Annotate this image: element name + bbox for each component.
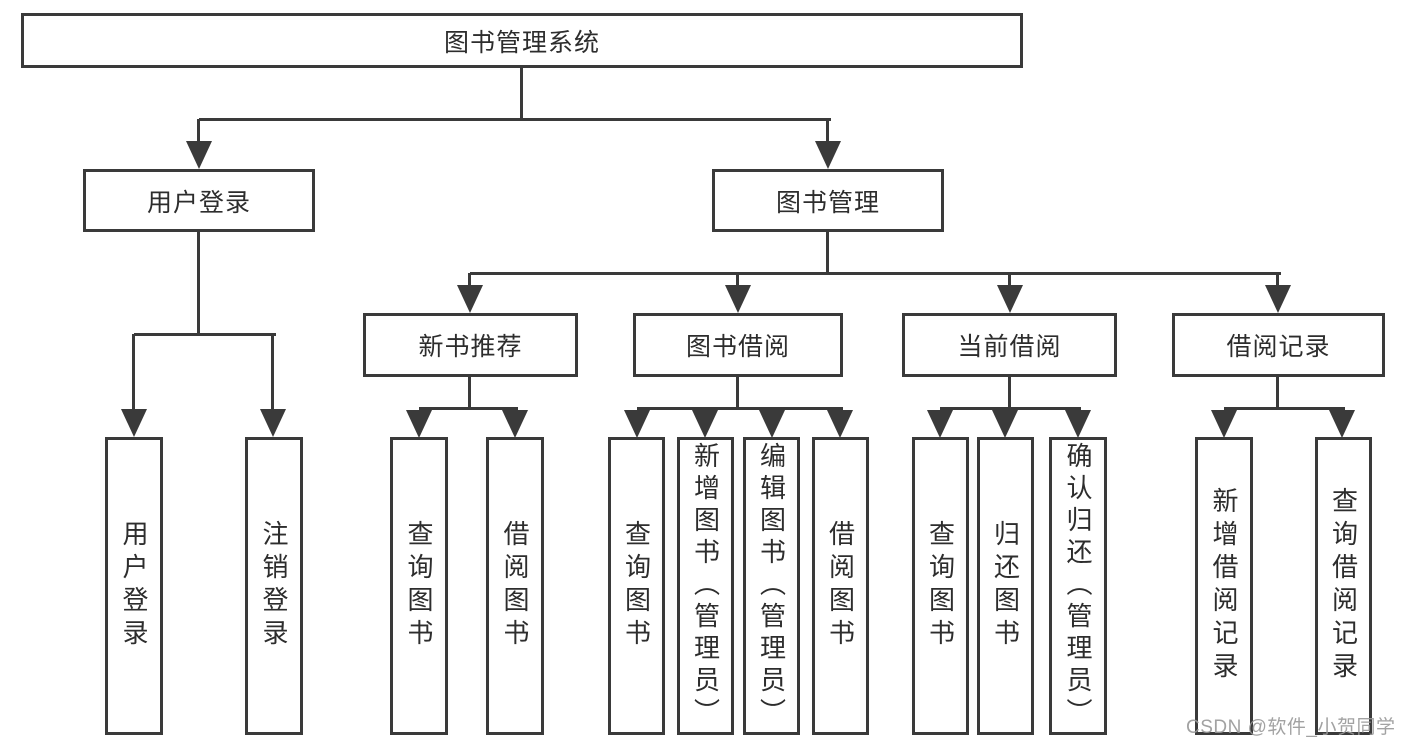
connector-line (637, 407, 843, 410)
leaf-recommend-borrow-books-label: 借阅图书 (500, 520, 530, 652)
leaf-current-confirm-return-admin-label: 确认归还（管理员） (1063, 442, 1093, 730)
node-root: 图书管理系统 (21, 13, 1023, 68)
arrow-down-icon (815, 141, 841, 169)
node-user-login-label: 用户登录 (146, 188, 251, 217)
arrow-down-icon (1329, 410, 1355, 438)
leaf-current-confirm-return-admin: 确认归还（管理员） (1049, 437, 1107, 735)
connector-line (736, 375, 739, 410)
arrow-down-icon (121, 409, 147, 437)
node-book-management: 图书管理 (712, 169, 944, 232)
connector-line (940, 407, 1081, 410)
leaf-current-return-books-label: 归还图书 (990, 520, 1021, 652)
leaf-add-borrow-record-label: 新增借阅记录 (1209, 487, 1239, 685)
leaf-current-return-books: 归还图书 (977, 437, 1034, 735)
connector-line (199, 118, 831, 121)
leaf-add-borrow-record: 新增借阅记录 (1195, 437, 1253, 735)
arrow-down-icon (186, 141, 212, 169)
connector-line (419, 407, 518, 410)
node-new-book-recommend-label: 新书推荐 (418, 333, 523, 361)
leaf-recommend-query-books: 查询图书 (390, 437, 448, 735)
arrow-down-icon (759, 410, 785, 438)
leaf-borrow-query-books: 查询图书 (608, 437, 665, 735)
connector-line (271, 334, 274, 411)
leaf-borrow-query-books-label: 查询图书 (621, 520, 652, 652)
leaf-recommend-borrow-books: 借阅图书 (486, 437, 544, 735)
leaf-borrow-borrow-books-label: 借阅图书 (825, 520, 856, 652)
connector-line (132, 334, 135, 411)
arrow-down-icon (1211, 410, 1237, 438)
leaf-query-borrow-record-label: 查询借阅记录 (1328, 487, 1359, 685)
connector-line (134, 333, 276, 336)
connector-line (1224, 407, 1345, 410)
connector-line (470, 272, 1281, 275)
leaf-borrow-add-books-admin-label: 新增图书（管理员） (690, 442, 721, 730)
arrow-down-icon (1265, 285, 1291, 313)
leaf-borrow-borrow-books: 借阅图书 (812, 437, 869, 735)
arrow-down-icon (502, 410, 528, 438)
node-current-borrow: 当前借阅 (902, 313, 1117, 377)
node-user-login: 用户登录 (83, 169, 315, 232)
arrow-down-icon (457, 285, 483, 313)
node-borrow-records-label: 借阅记录 (1226, 333, 1331, 361)
connector-line (826, 230, 829, 275)
leaf-borrow-add-books-admin: 新增图书（管理员） (677, 437, 734, 735)
leaf-logout-label: 注销登录 (259, 520, 289, 652)
node-root-label: 图书管理系统 (443, 28, 600, 57)
leaf-user-login: 用户登录 (105, 437, 163, 735)
leaf-borrow-edit-books-admin-label: 编辑图书（管理员） (756, 442, 787, 730)
arrow-down-icon (692, 410, 718, 438)
node-book-borrow: 图书借阅 (633, 313, 843, 377)
node-new-book-recommend: 新书推荐 (363, 313, 578, 377)
connector-line (736, 273, 739, 289)
node-book-borrow-label: 图书借阅 (685, 333, 790, 361)
connector-line (1008, 273, 1011, 289)
leaf-logout: 注销登录 (245, 437, 303, 735)
connector-line (1276, 375, 1279, 410)
leaf-user-login-label: 用户登录 (119, 520, 149, 652)
connector-line (468, 273, 471, 289)
connector-line (520, 66, 523, 120)
connector-line (197, 119, 200, 145)
arrow-down-icon (624, 410, 650, 438)
connector-line (1276, 273, 1279, 289)
arrow-down-icon (827, 410, 853, 438)
leaf-recommend-query-books-label: 查询图书 (404, 520, 434, 652)
arrow-down-icon (1065, 410, 1091, 438)
arrow-down-icon (406, 410, 432, 438)
connector-line (1008, 375, 1011, 410)
leaf-borrow-edit-books-admin: 编辑图书（管理员） (743, 437, 800, 735)
arrow-down-icon (260, 409, 286, 437)
arrow-down-icon (992, 410, 1018, 438)
leaf-current-query-books: 查询图书 (912, 437, 969, 735)
connector-line (826, 119, 829, 145)
connector-line (197, 230, 200, 336)
node-book-management-label: 图书管理 (775, 188, 880, 217)
connector-line (468, 375, 471, 410)
leaf-current-query-books-label: 查询图书 (925, 520, 956, 652)
node-borrow-records: 借阅记录 (1172, 313, 1385, 377)
leaf-query-borrow-record: 查询借阅记录 (1315, 437, 1372, 735)
arrow-down-icon (997, 285, 1023, 313)
csdn-watermark: CSDN @软件_小贺同学 (1186, 717, 1396, 738)
arrow-down-icon (725, 285, 751, 313)
arrow-down-icon (927, 410, 953, 438)
node-current-borrow-label: 当前借阅 (957, 333, 1062, 361)
